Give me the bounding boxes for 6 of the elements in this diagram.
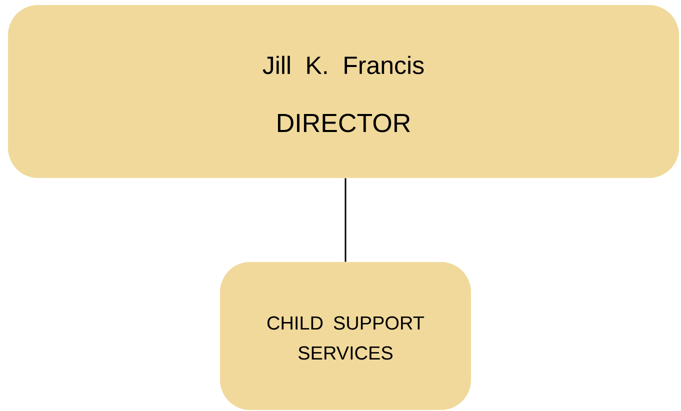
unit-box — [220, 262, 471, 410]
director-box — [8, 5, 679, 178]
unit-text: CHILD SUPPORT SERVICES — [267, 316, 424, 360]
name-text: DIRECTOR — [278, 114, 410, 132]
name-text: Jill K. Francis — [262, 56, 424, 74]
connector-line — [344, 178, 346, 262]
